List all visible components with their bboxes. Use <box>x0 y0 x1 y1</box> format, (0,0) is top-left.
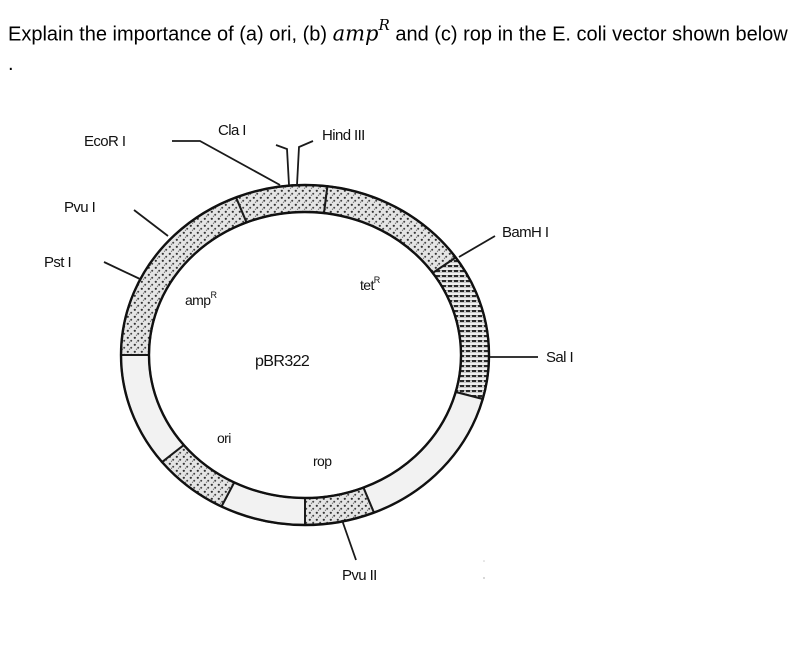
question-text-before: Explain the importance of (a) ori, (b) <box>8 23 333 46</box>
label-ecori: EcoR I <box>84 133 125 150</box>
site-pointer-lines <box>103 140 538 561</box>
segment-light-right <box>362 390 484 514</box>
segment-tetr-upper <box>322 185 458 275</box>
speck-mark <box>483 577 485 579</box>
psti-pointer-line <box>103 261 141 280</box>
hindiii-pointer-line <box>296 140 314 186</box>
ecori-pointer-line <box>172 140 281 186</box>
label-ampr-base: amp <box>185 292 211 308</box>
question-text: Explain the importance of (a) ori, (b) a… <box>8 14 798 79</box>
label-ori: ori <box>217 430 231 446</box>
ring-outer-outline <box>119 183 491 527</box>
clai-pointer-line <box>275 144 290 186</box>
segment-ampr <box>119 196 248 356</box>
pvui-pointer-line <box>133 209 169 237</box>
pvuii-pointer-line <box>341 519 357 561</box>
math-amp-superscript: R <box>378 16 390 34</box>
segment-rop <box>304 486 376 527</box>
label-ampr: ampR <box>185 290 217 308</box>
question-text-after: and (c) rop in the E. coli vector shown … <box>8 23 788 75</box>
label-pvuii: Pvu II <box>342 567 377 584</box>
label-tetr-sup: R <box>374 275 381 285</box>
label-plasmid-name: pBR322 <box>255 353 310 370</box>
segment-tetr-lined <box>431 256 490 401</box>
plasmid-ring <box>119 183 491 527</box>
label-tetr: tetR <box>360 275 381 293</box>
segment-light-bottom <box>220 481 306 527</box>
speck-mark <box>483 560 485 562</box>
label-bamhi: BamH I <box>502 224 548 241</box>
segment-ecori-clai <box>234 184 329 224</box>
math-amp: amp <box>332 21 379 46</box>
label-pvui: Pvu I <box>64 199 95 216</box>
label-psti: Pst I <box>44 254 71 271</box>
label-sali: Sal I <box>546 349 573 366</box>
label-ampr-sup: R <box>210 290 217 300</box>
label-clai: Cla I <box>218 122 246 139</box>
bamhi-pointer-line <box>458 235 496 258</box>
label-hindiii: Hind III <box>322 127 365 144</box>
ring-inner-outline <box>147 210 463 500</box>
label-rop: rop <box>313 453 332 469</box>
label-tetr-base: tet <box>360 277 374 293</box>
